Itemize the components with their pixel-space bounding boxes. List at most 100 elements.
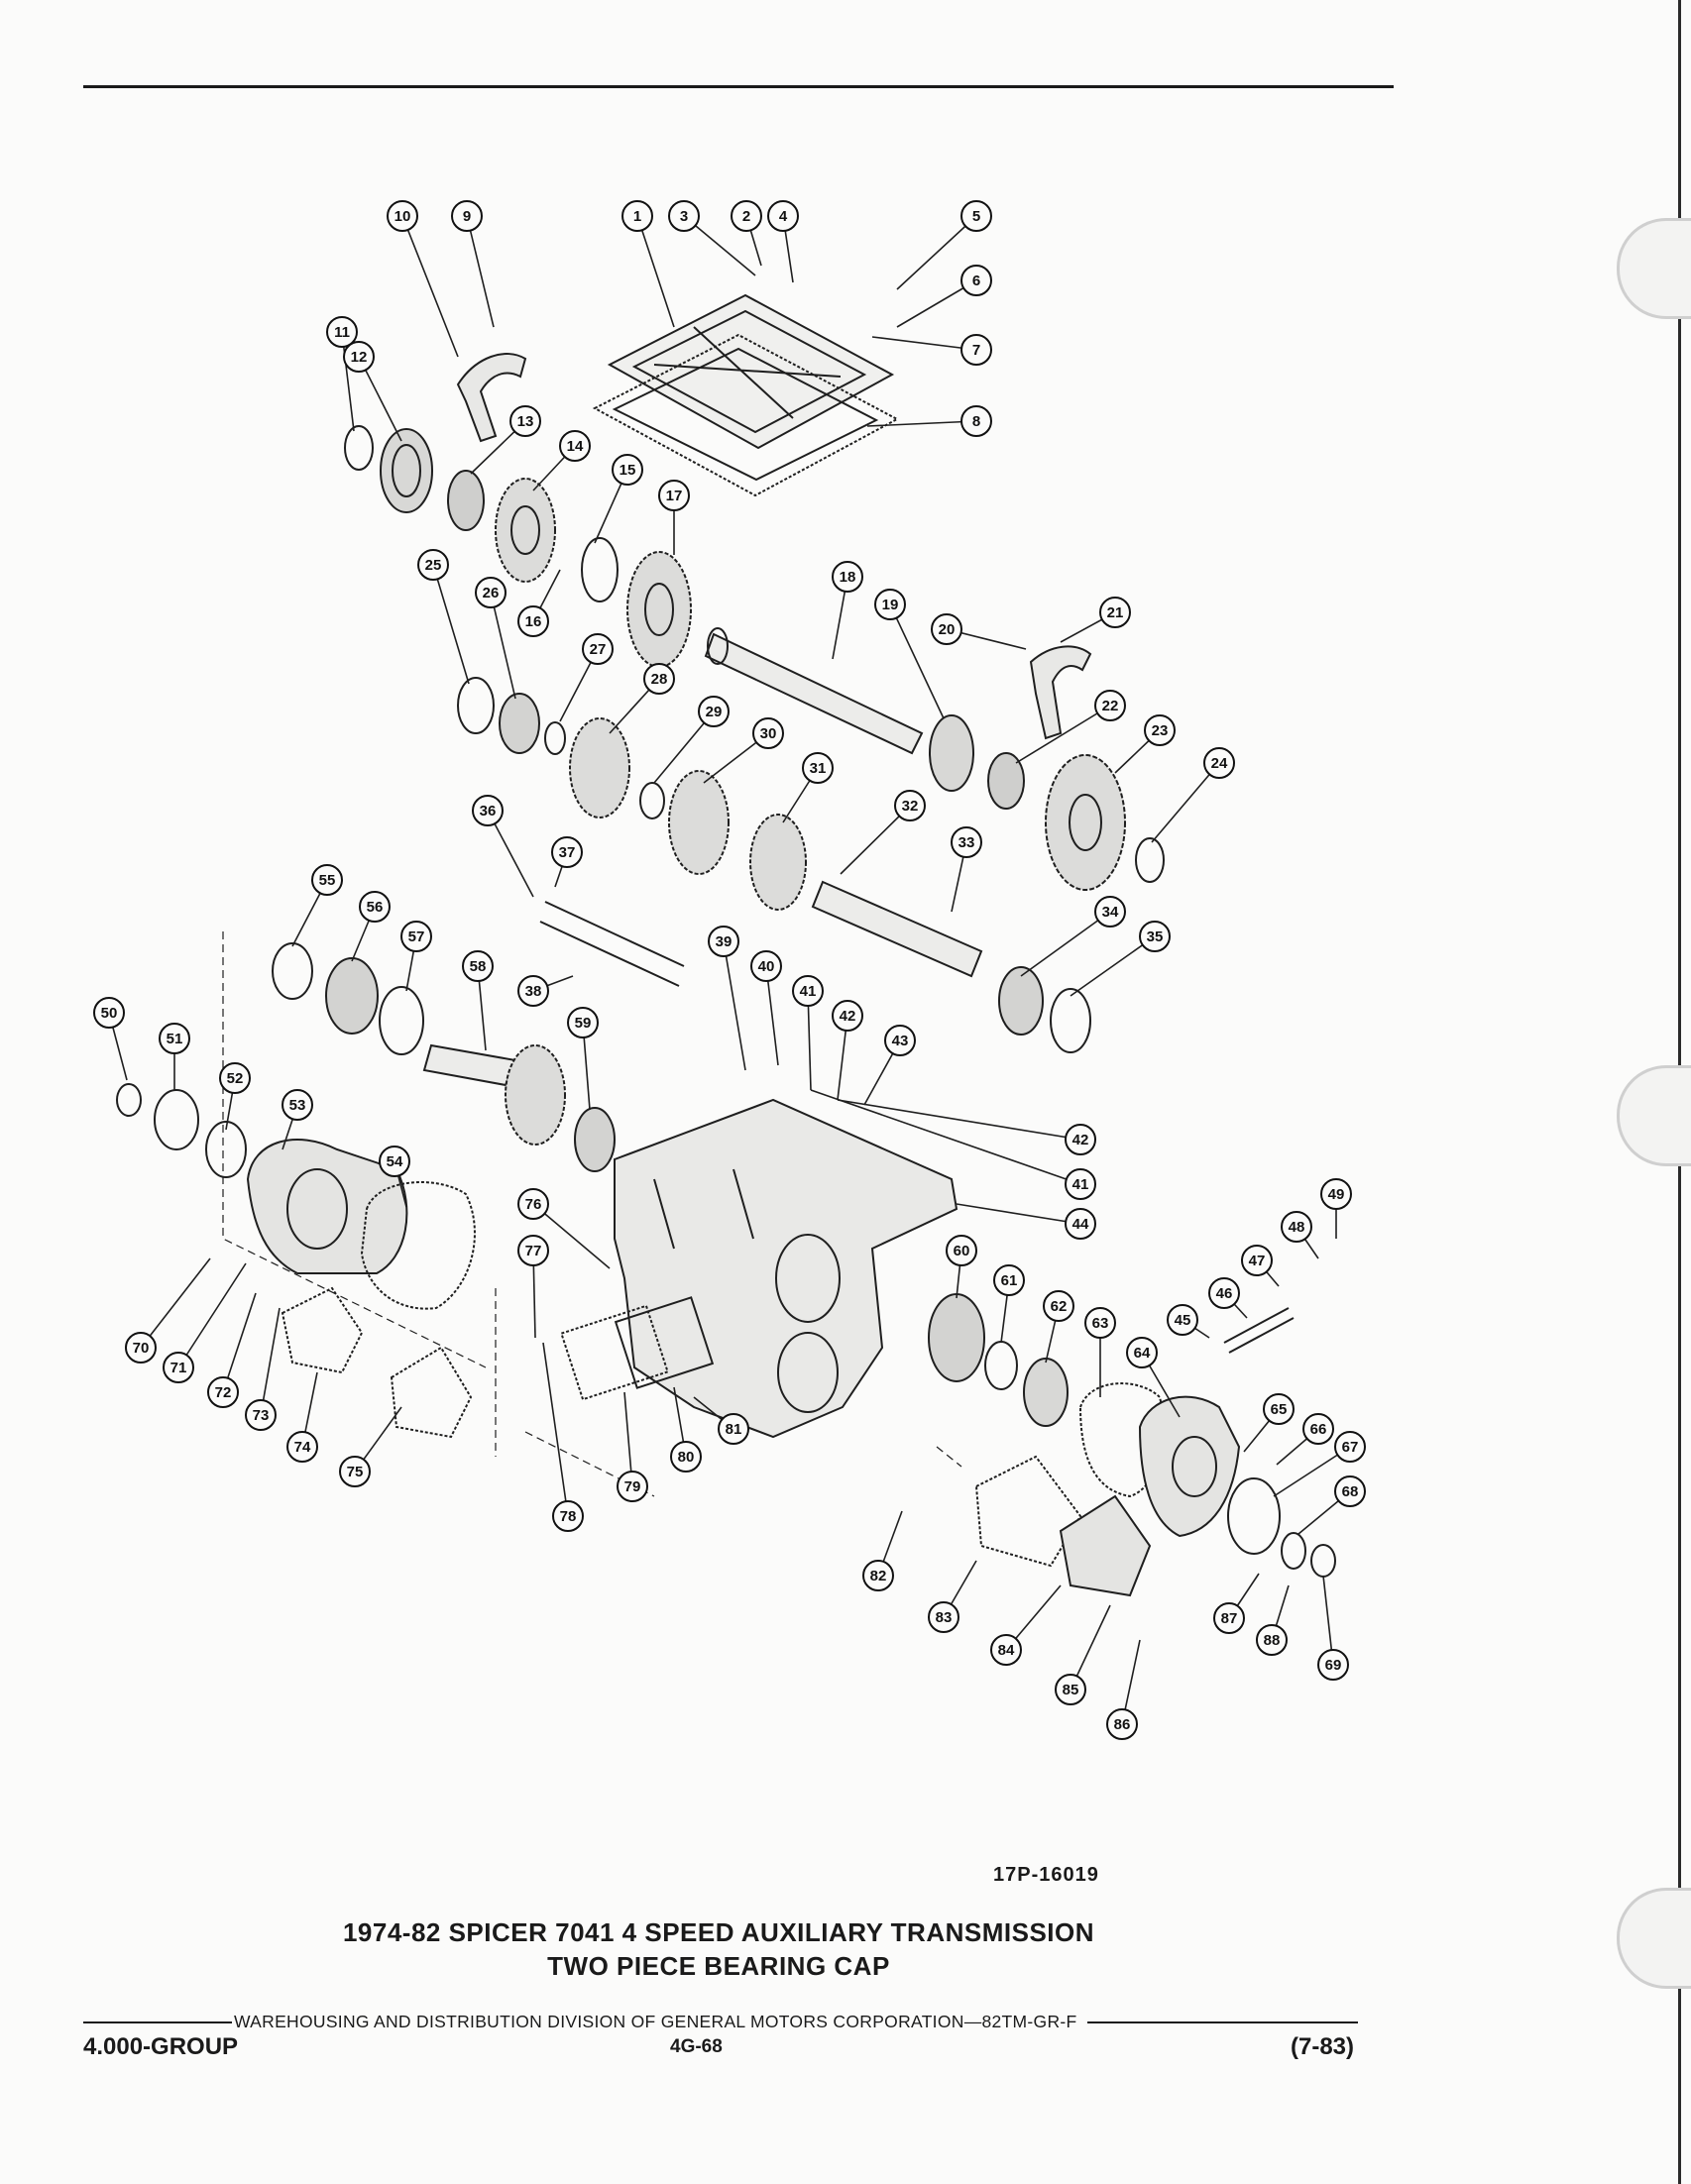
callout-circle: [343, 341, 375, 373]
input-shaft: [422, 1043, 517, 1087]
callout-80: 80: [670, 1441, 702, 1473]
leader-line-40: [765, 965, 779, 1066]
callout-number: 70: [133, 1340, 150, 1357]
callout-number: 46: [1216, 1285, 1233, 1302]
callout-82: 82: [862, 1560, 894, 1591]
callout-circle: [1099, 597, 1131, 628]
callout-47: 47: [1241, 1245, 1273, 1276]
callout-number: 42: [840, 1008, 856, 1025]
leader-line-26: [490, 592, 516, 700]
callout-number: 8: [972, 413, 980, 430]
callout-49: 49: [1320, 1178, 1352, 1210]
footer-publisher: WAREHOUSING AND DISTRIBUTION DIVISION OF…: [234, 2012, 1077, 2031]
callout-number: 79: [624, 1478, 641, 1495]
callout-number: 49: [1328, 1186, 1345, 1203]
callout-64: 64: [1126, 1337, 1158, 1368]
leader-line-22: [1015, 705, 1111, 764]
callout-40: 40: [750, 950, 782, 982]
callout-circle: [832, 1000, 863, 1032]
callout-24: 24: [1203, 747, 1235, 779]
callout-circle: [417, 549, 449, 581]
callout-17: 17: [658, 480, 690, 511]
callout-number: 50: [101, 1005, 118, 1022]
shift-fork-lower: [1029, 645, 1092, 740]
callout-circle: [552, 1500, 584, 1532]
leader-line-39: [723, 940, 746, 1071]
callout-circle: [517, 975, 549, 1007]
callout-circle: [551, 836, 583, 868]
callout-circle: [894, 790, 926, 821]
leader-line-9: [466, 215, 495, 328]
callout-circle: [832, 561, 863, 593]
pilot-bearing: [272, 942, 313, 1000]
plate-74: [281, 1286, 364, 1374]
callout-41: 41: [1065, 1168, 1096, 1200]
callout-3: 3: [668, 200, 700, 232]
callout-number: 6: [972, 273, 980, 289]
callout-23: 23: [1144, 714, 1176, 746]
callout-circle: [245, 1399, 277, 1431]
callout-number: 29: [706, 704, 723, 720]
callout-circle: [1065, 1168, 1096, 1200]
callout-73: 73: [245, 1399, 277, 1431]
callout-circle: [612, 454, 643, 486]
callout-circle: [125, 1332, 157, 1364]
callout-number: 60: [954, 1243, 970, 1259]
callout-number: 15: [620, 462, 636, 479]
callout-number: 74: [294, 1439, 311, 1456]
callout-number: 23: [1152, 722, 1169, 739]
callout-number: 51: [167, 1031, 183, 1047]
figure-code: 17P-16019: [993, 1864, 1099, 1886]
callout-number: 65: [1271, 1401, 1288, 1418]
shift-rail: [539, 901, 685, 987]
caption-line-1: 1974-82 SPICER 7041 4 SPEED AUXILIARY TR…: [342, 1917, 1095, 1947]
callout-circle: [359, 891, 391, 923]
callout-85: 85: [1055, 1674, 1086, 1705]
callout-number: 47: [1249, 1253, 1266, 1269]
callout-59: 59: [567, 1007, 599, 1038]
callout-circle: [960, 265, 992, 296]
callout-circle: [960, 200, 992, 232]
snap-ring-27: [544, 721, 566, 755]
callout-5: 5: [960, 200, 992, 232]
callout-circle: [93, 997, 125, 1029]
callout-circle: [698, 696, 730, 727]
synchronizer-19: [929, 714, 974, 792]
callout-circle: [951, 826, 982, 858]
leader-line-41: [810, 1089, 1081, 1185]
washer-68: [1281, 1532, 1306, 1570]
callout-circle: [451, 200, 483, 232]
callout-number: 31: [810, 760, 827, 777]
callout-circle: [379, 1146, 410, 1177]
callout-circle: [163, 1352, 194, 1383]
callout-16: 16: [517, 605, 549, 637]
callout-43: 43: [884, 1025, 916, 1056]
callout-number: 62: [1051, 1298, 1068, 1315]
callout-circle: [1208, 1277, 1240, 1309]
callout-number: 17: [666, 488, 683, 504]
callout-circle: [1094, 896, 1126, 928]
bearing-cap-53: [246, 1139, 408, 1274]
callout-circle: [1144, 714, 1176, 746]
callout-circle: [339, 1456, 371, 1487]
callout-14: 14: [559, 430, 591, 462]
callout-circle: [1043, 1290, 1074, 1322]
gasket-63: [1078, 1382, 1165, 1498]
callout-number: 52: [227, 1070, 244, 1087]
callout-number: 83: [936, 1609, 953, 1626]
callout-circle: [621, 200, 653, 232]
callout-number: 30: [760, 725, 777, 742]
callout-number: 12: [351, 349, 368, 366]
callout-circle: [718, 1413, 749, 1445]
bearing-56: [325, 957, 379, 1035]
callout-circle: [731, 200, 762, 232]
callout-51: 51: [159, 1023, 190, 1054]
callout-number: 81: [726, 1421, 742, 1438]
callout-circle: [1065, 1208, 1096, 1240]
callout-circle: [617, 1471, 648, 1502]
callout-number: 16: [525, 613, 542, 630]
leader-line-42: [837, 1099, 1081, 1141]
callout-11: 11: [326, 316, 358, 348]
leader-line-19: [889, 603, 945, 719]
callout-circle: [472, 795, 504, 826]
